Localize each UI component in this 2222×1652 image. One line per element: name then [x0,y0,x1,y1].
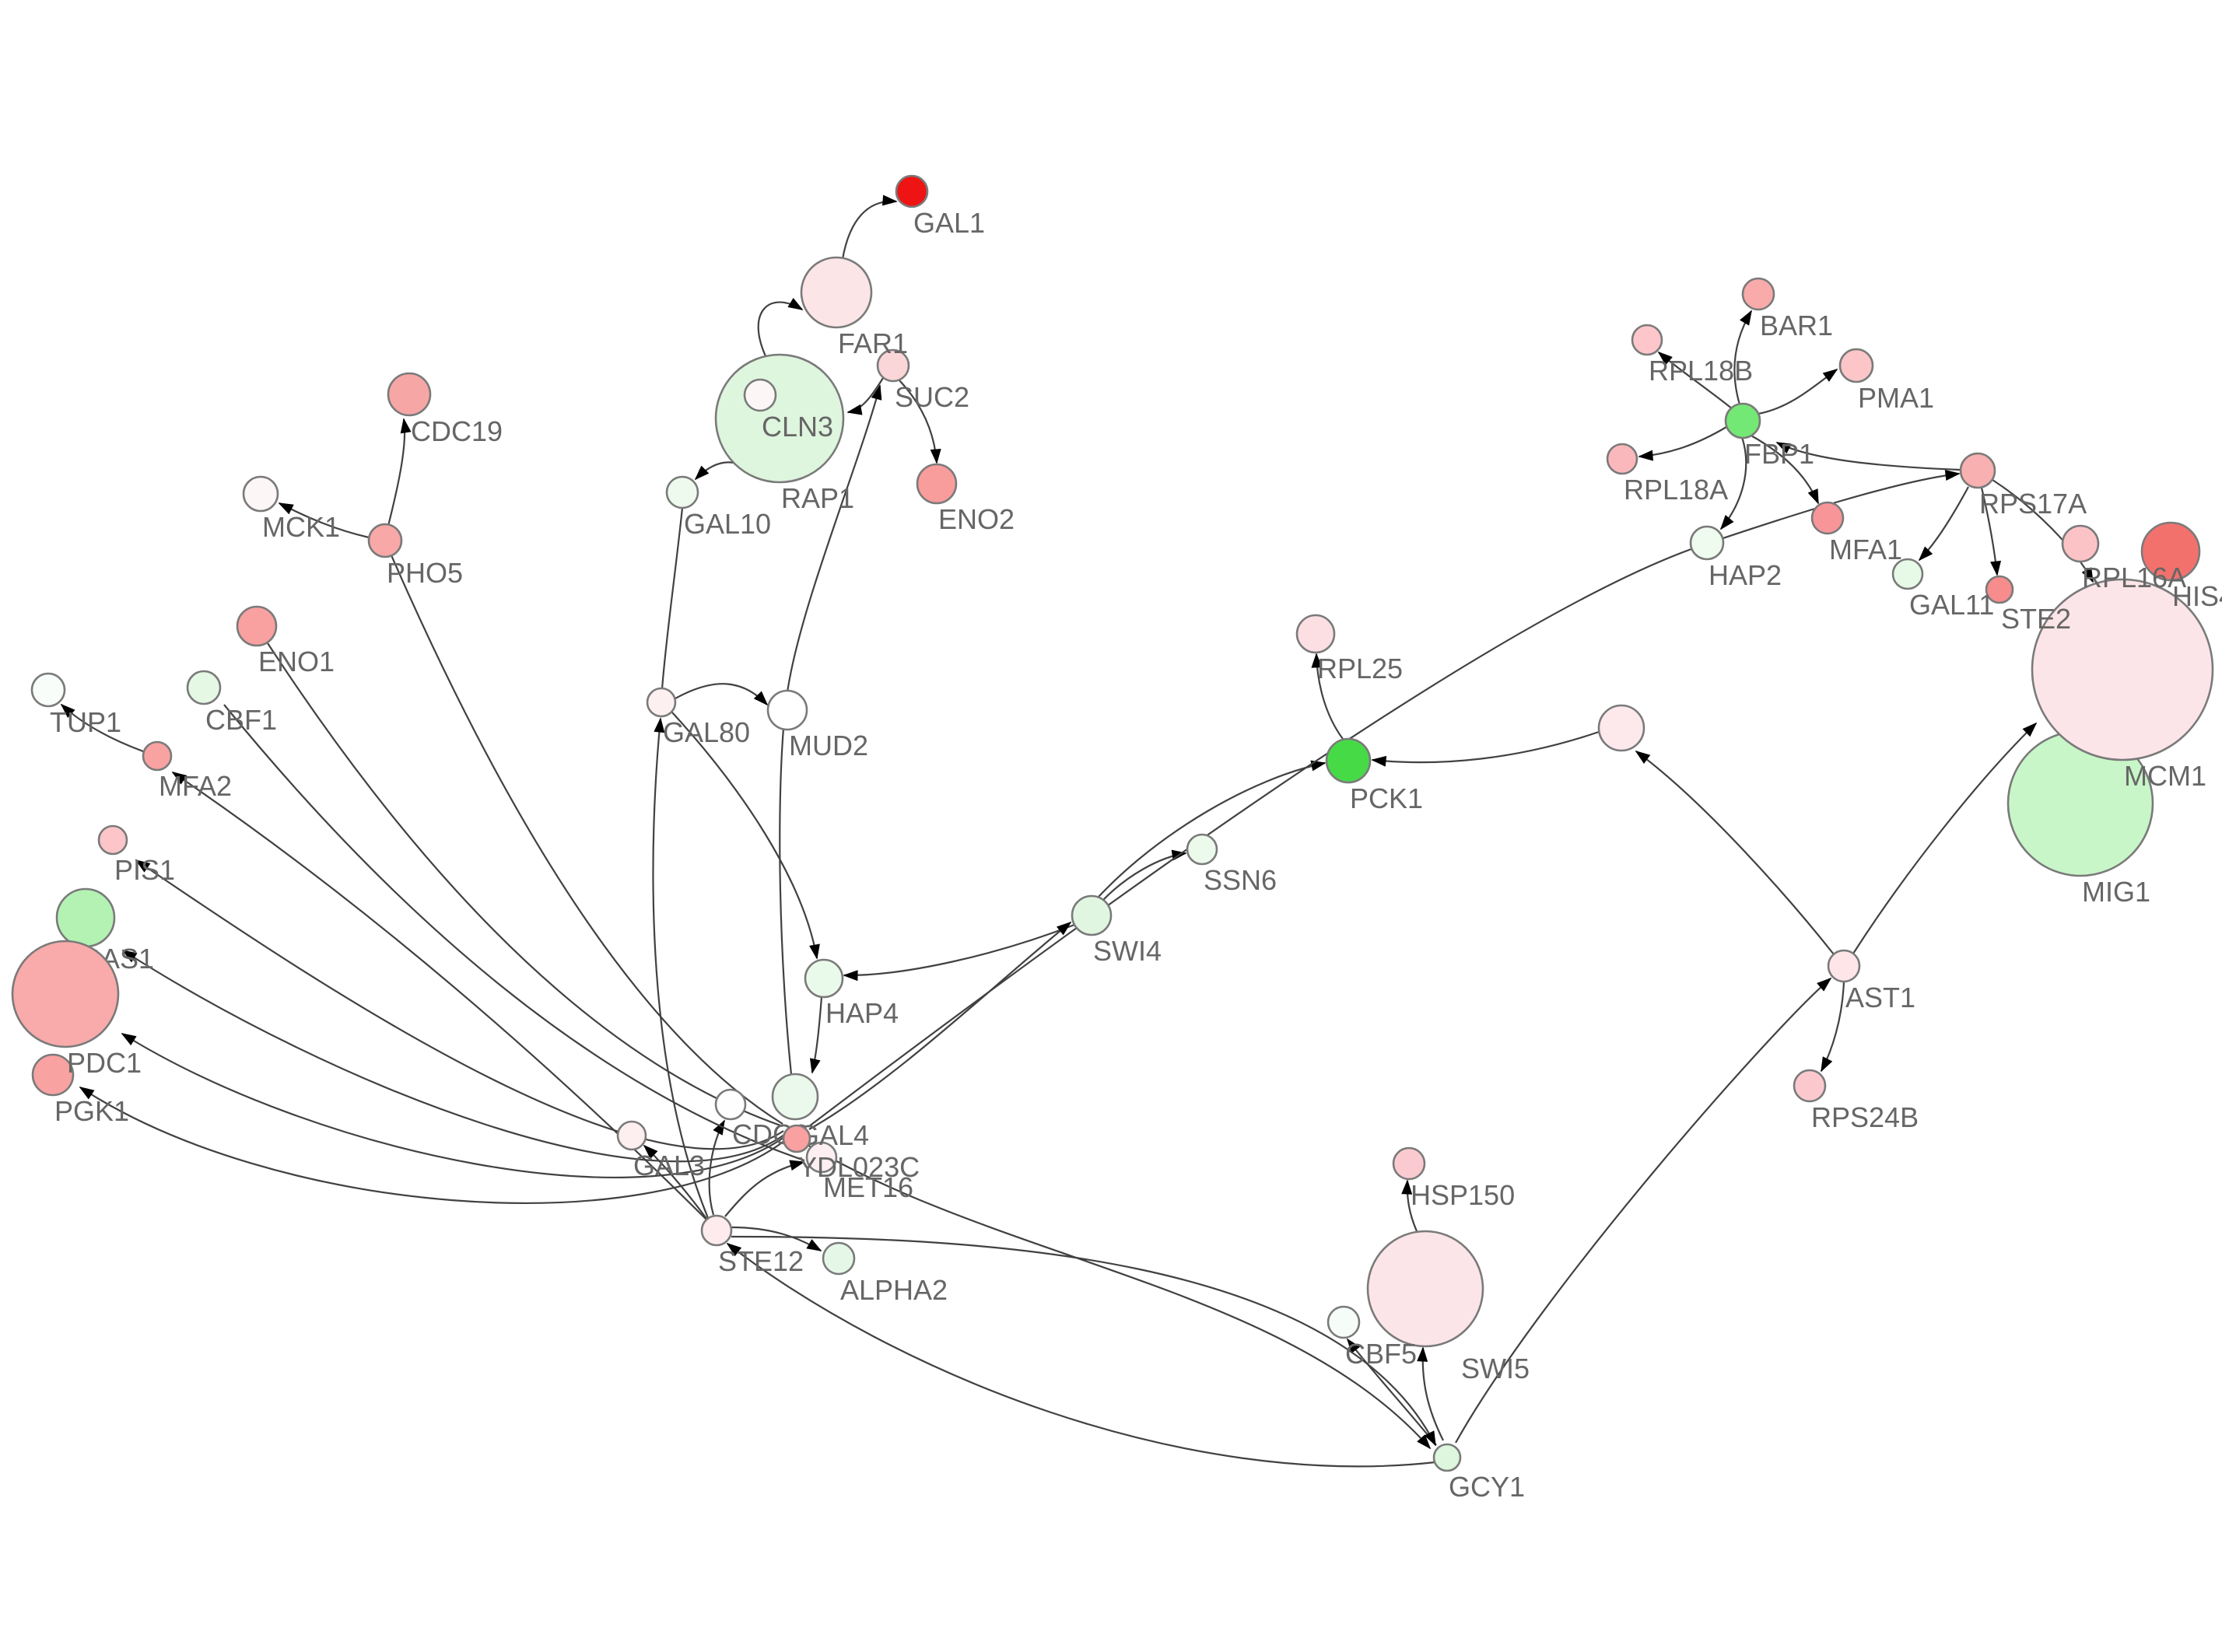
svg-text:HSP150: HSP150 [1411,1179,1515,1211]
svg-text:RPL16A: RPL16A [2082,562,2186,593]
svg-text:STE12: STE12 [718,1245,804,1277]
svg-text:PIS1: PIS1 [114,854,175,886]
svg-text:ENO2: ENO2 [938,503,1015,535]
svg-text:PCK1: PCK1 [1350,782,1423,814]
svg-text:SWI5: SWI5 [1461,1353,1530,1384]
svg-text:GAL3: GAL3 [633,1150,705,1181]
svg-text:MCM1: MCM1 [2124,760,2206,792]
svg-text:MFA1: MFA1 [1829,534,1902,565]
svg-text:AST1: AST1 [1845,982,1915,1013]
svg-text:TUP1: TUP1 [50,706,121,738]
svg-text:GAL10: GAL10 [684,508,771,540]
svg-text:MIG1: MIG1 [2082,876,2150,908]
svg-text:RPL25: RPL25 [1317,653,1403,684]
svg-text:MFA2: MFA2 [159,770,232,802]
svg-text:SSN6: SSN6 [1204,864,1277,896]
svg-text:GCY1: GCY1 [1449,1471,1525,1503]
svg-text:CBF5: CBF5 [1345,1338,1417,1370]
svg-text:PMA1: PMA1 [1858,382,1934,414]
svg-text:ALPHA2: ALPHA2 [840,1274,948,1306]
svg-text:HIS4: HIS4 [2172,580,2222,612]
svg-text:MET16: MET16 [823,1171,913,1203]
svg-text:GAL80: GAL80 [663,716,750,748]
svg-text:YDL023C: YDL023C [798,1151,920,1183]
svg-text:FAR1: FAR1 [838,327,908,359]
svg-text:SUC2: SUC2 [895,381,969,413]
svg-text:HAP4: HAP4 [825,997,899,1029]
svg-text:ENO1: ENO1 [258,646,335,677]
svg-text:PGK1: PGK1 [54,1095,129,1127]
svg-text:GAL11: GAL11 [1909,589,1994,621]
svg-text:RPS24B: RPS24B [1811,1101,1919,1133]
svg-text:RPS17A: RPS17A [1979,488,2087,520]
svg-text:STE2: STE2 [2001,603,2071,635]
svg-text:SWI4: SWI4 [1093,935,1162,967]
svg-text:PDC1: PDC1 [67,1047,142,1079]
svg-text:CLN3: CLN3 [762,411,833,443]
svg-text:BAR1: BAR1 [1760,310,1833,341]
svg-text:HAP2: HAP2 [1709,559,1782,591]
svg-text:GAL1: GAL1 [913,207,985,239]
svg-text:PHO5: PHO5 [387,557,463,589]
svg-text:CBF1: CBF1 [205,704,277,736]
svg-text:CDC19: CDC19 [411,415,503,447]
svg-text:RAP1: RAP1 [781,482,854,514]
svg-text:RPL18A: RPL18A [1624,474,1728,506]
svg-text:MCK1: MCK1 [262,511,340,543]
svg-text:FBP1: FBP1 [1744,438,1814,470]
svg-text:MUD2: MUD2 [789,730,868,761]
svg-text:RPL18B: RPL18B [1649,355,1753,387]
